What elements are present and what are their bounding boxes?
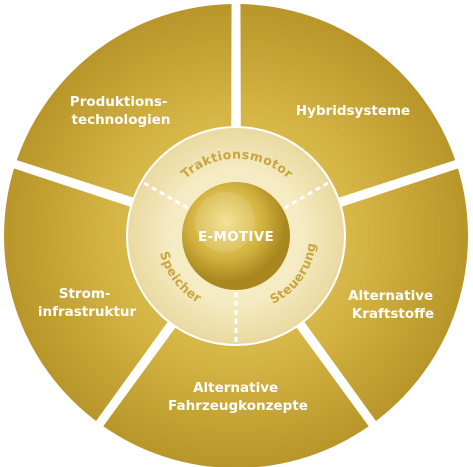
segment-label-strominfrastruktur: Strom- infrastruktur <box>38 286 137 320</box>
center-circle <box>182 182 290 290</box>
segment-label-alternative-fahrzeugkonzepte-line-2: Fahrzeugkonzepte <box>168 398 308 414</box>
segment-label-hybridsysteme-line-1: Hybridsysteme <box>296 103 410 119</box>
segment-label-produktionstechnologien: Produktions- technologien <box>70 94 172 128</box>
center-label: E-MOTIVE <box>198 229 274 245</box>
segment-label-strominfrastruktur-line-2: infrastruktur <box>38 304 137 320</box>
outer-segments <box>3 4 468 467</box>
segment-label-alternative-fahrzeugkonzepte: Alternative Fahrzeugkonzepte <box>168 380 308 414</box>
segment-label-produktionstechnologien-line-1: Produktions- <box>70 94 168 110</box>
segment-label-produktionstechnologien-line-2: technologien <box>71 112 170 128</box>
segment-produktionstechnologien <box>16 4 232 198</box>
segment-label-hybridsysteme: Hybridsysteme <box>296 103 410 119</box>
segment-strominfrastruktur <box>3 168 168 422</box>
segment-label-alternative-fahrzeugkonzepte-line-1: Alternative <box>193 380 278 396</box>
segment-label-alternative-kraftstoffe: Alternative Kraftstoffe <box>348 288 438 322</box>
segment-alternative-fahrzeugkonzepte <box>103 327 369 467</box>
segment-hybridsysteme <box>240 4 456 198</box>
segment-label-strominfrastruktur-line-1: Strom- <box>59 286 111 302</box>
segment-label-alternative-kraftstoffe-line-2: Kraftstoffe <box>352 306 434 322</box>
segment-label-alternative-kraftstoffe-line-1: Alternative <box>348 288 433 304</box>
segment-alternative-kraftstoffe <box>304 168 468 422</box>
center-highlight <box>195 192 255 252</box>
